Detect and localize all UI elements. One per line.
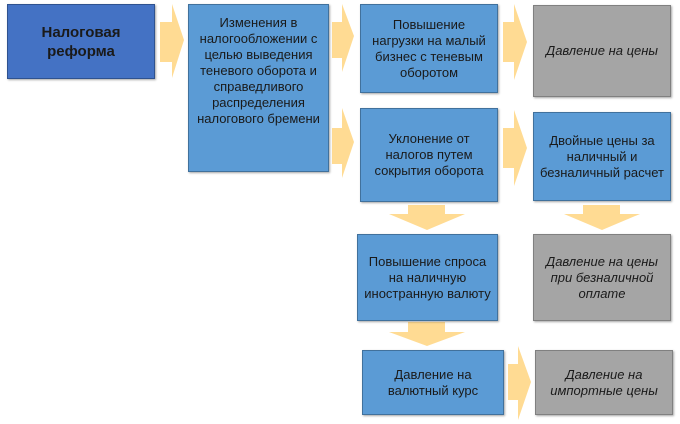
arrow-changes-to-load — [332, 4, 354, 72]
node-fx-cash-demand-text: Повышение спроса на наличную иностранную… — [364, 253, 491, 301]
arrow-dual-to-cashless — [564, 205, 640, 230]
node-tax-changes-text: Изменения в налогообложении с целью выве… — [197, 15, 320, 126]
arrow-changes-to-evasion — [332, 108, 354, 178]
node-small-business-load: Повышение нагрузки на малый бизнес с тен… — [360, 4, 498, 93]
node-import-price-pressure-text: Давление на импортные цены — [550, 366, 658, 398]
arrow-evasion-to-fxdemand — [389, 205, 465, 230]
node-fx-rate-pressure: Давление на валютный курс — [362, 350, 504, 415]
node-dual-prices: Двойные цены за наличный и безналичный р… — [533, 112, 671, 201]
node-tax-evasion: Уклонение от налогов путем сокрытия обор… — [360, 108, 498, 202]
node-cashless-price-pressure: Давление на цены при безналичной оплате — [533, 234, 671, 321]
node-price-pressure-text: Давление на цены — [546, 43, 658, 58]
arrow-fxrate-to-import — [508, 346, 531, 420]
node-price-pressure: Давление на цены — [533, 5, 671, 97]
node-import-price-pressure: Давление на импортные цены — [535, 350, 673, 415]
arrow-fxdemand-to-fxrate — [389, 322, 465, 346]
arrow-load-to-price — [503, 4, 527, 80]
arrow-reform-to-changes — [160, 4, 184, 78]
node-fx-cash-demand: Повышение спроса на наличную иностранную… — [357, 234, 498, 321]
node-small-business-load-text: Повышение нагрузки на малый бизнес с тен… — [372, 16, 486, 80]
node-cashless-price-pressure-text: Давление на цены при безналичной оплате — [546, 253, 658, 301]
arrow-evasion-to-dual — [503, 110, 527, 186]
node-tax-reform-text: Налоговая реформа — [41, 23, 121, 60]
node-fx-rate-pressure-text: Давление на валютный курс — [387, 366, 479, 398]
node-tax-changes: Изменения в налогообложении с целью выве… — [188, 4, 329, 172]
node-dual-prices-text: Двойные цены за наличный и безналичный р… — [540, 132, 664, 180]
node-tax-reform: Налоговая реформа — [7, 4, 155, 79]
node-tax-evasion-text: Уклонение от налогов путем сокрытия обор… — [374, 131, 484, 178]
